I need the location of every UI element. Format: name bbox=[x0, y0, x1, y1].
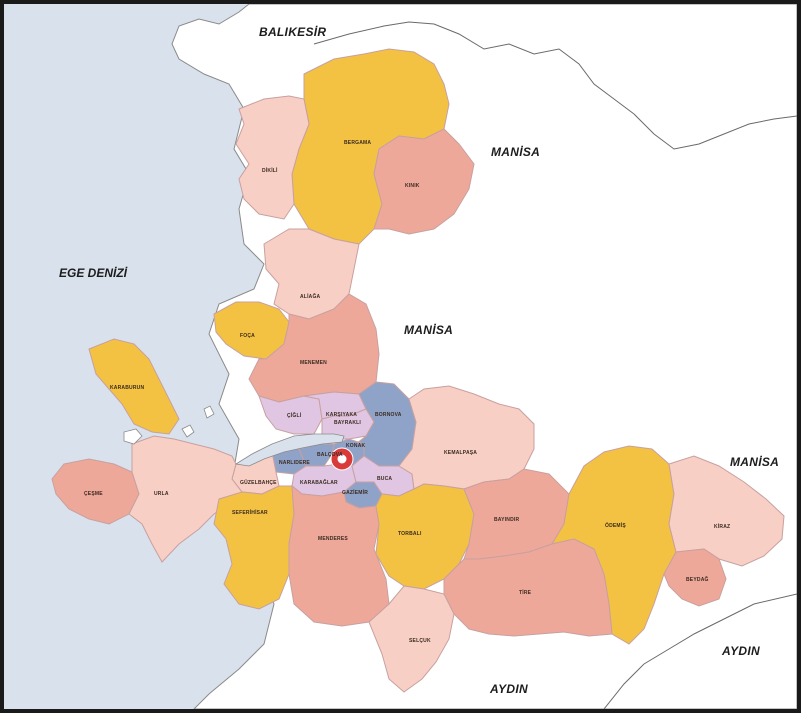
city-center-marker-inner bbox=[337, 454, 347, 464]
district-seferihisar[interactable] bbox=[213, 485, 295, 610]
district-label-guzelbahce: GÜZELBAHÇE bbox=[240, 479, 277, 486]
district-label-cigli: ÇİĞLİ bbox=[287, 411, 302, 419]
neighbor-label-aydin-south: AYDIN bbox=[489, 682, 528, 696]
district-label-bergama: BERGAMA bbox=[344, 140, 371, 146]
neighbor-label-manisa-east: MANİSA bbox=[730, 454, 779, 469]
sea-label: EGE DENİZİ bbox=[59, 265, 128, 280]
district-label-beydag: BEYDAĞ bbox=[686, 575, 709, 583]
district-label-selcuk: SELÇUK bbox=[409, 638, 431, 644]
district-label-balcova: BALÇOVA bbox=[317, 452, 343, 458]
district-label-cesme: ÇEŞME bbox=[84, 491, 103, 497]
district-label-bayrakli: BAYRAKLI bbox=[334, 420, 361, 426]
district-label-kiraz: KİRAZ bbox=[714, 523, 730, 530]
district-label-karaburun: KARABURUN bbox=[110, 385, 144, 391]
district-menderes[interactable] bbox=[288, 484, 390, 627]
district-label-gaziemir: GAZİEMİR bbox=[342, 489, 368, 496]
district-label-bornova: BORNOVA bbox=[375, 412, 402, 418]
district-label-urla: URLA bbox=[154, 491, 169, 497]
district-label-narlidere: NARLIDERE bbox=[279, 460, 310, 466]
district-label-menemen: MENEMEN bbox=[300, 360, 327, 366]
izmir-district-map: EGE DENİZİ BALIKESİR MANİSA MANİSA MANİS… bbox=[4, 4, 797, 709]
district-label-seferihisar: SEFERİHİSAR bbox=[232, 509, 268, 516]
district-selcuk[interactable] bbox=[368, 585, 455, 693]
district-label-tire: TİRE bbox=[519, 589, 532, 596]
island bbox=[203, 405, 215, 419]
district-label-kemalpasa: KEMALPAŞA bbox=[444, 450, 477, 456]
district-beydag[interactable] bbox=[663, 548, 727, 607]
district-label-kinik: KINIK bbox=[405, 183, 420, 189]
neighbor-label-manisa-center: MANİSA bbox=[404, 322, 453, 337]
neighbor-label-balikesir: BALIKESİR bbox=[259, 24, 326, 39]
district-label-foca: FOÇA bbox=[240, 333, 255, 339]
district-label-konak: KONAK bbox=[346, 443, 366, 449]
district-label-karsiyaka: KARŞIYAKA bbox=[326, 412, 357, 418]
neighbor-label-aydin-east: AYDIN bbox=[721, 644, 760, 658]
balikesir-manisa-boundary bbox=[313, 21, 797, 150]
district-label-odemis: ÖDEMİŞ bbox=[605, 522, 626, 529]
manisa-aydin-boundary bbox=[603, 593, 797, 709]
district-kiraz[interactable] bbox=[668, 455, 785, 567]
district-cesme[interactable] bbox=[51, 458, 140, 525]
island bbox=[181, 424, 195, 438]
district-label-aliaga: ALİAĞA bbox=[300, 292, 321, 300]
district-dikili[interactable] bbox=[235, 95, 310, 220]
district-cigli[interactable] bbox=[258, 395, 323, 435]
district-label-torbali: TORBALI bbox=[398, 531, 422, 537]
neighbor-label-manisa-north: MANİSA bbox=[491, 144, 540, 159]
district-label-buca: BUCA bbox=[377, 476, 392, 482]
district-kinik[interactable] bbox=[373, 128, 475, 235]
district-karaburun[interactable] bbox=[88, 338, 180, 435]
gulf-of-izmir bbox=[234, 433, 345, 467]
island bbox=[123, 428, 143, 445]
district-label-bayindir: BAYINDIR bbox=[494, 517, 519, 523]
district-label-karabaglar: KARABAĞLAR bbox=[300, 478, 338, 486]
district-label-dikili: DİKİLİ bbox=[262, 167, 278, 174]
district-label-menderes: MENDERES bbox=[318, 536, 348, 542]
